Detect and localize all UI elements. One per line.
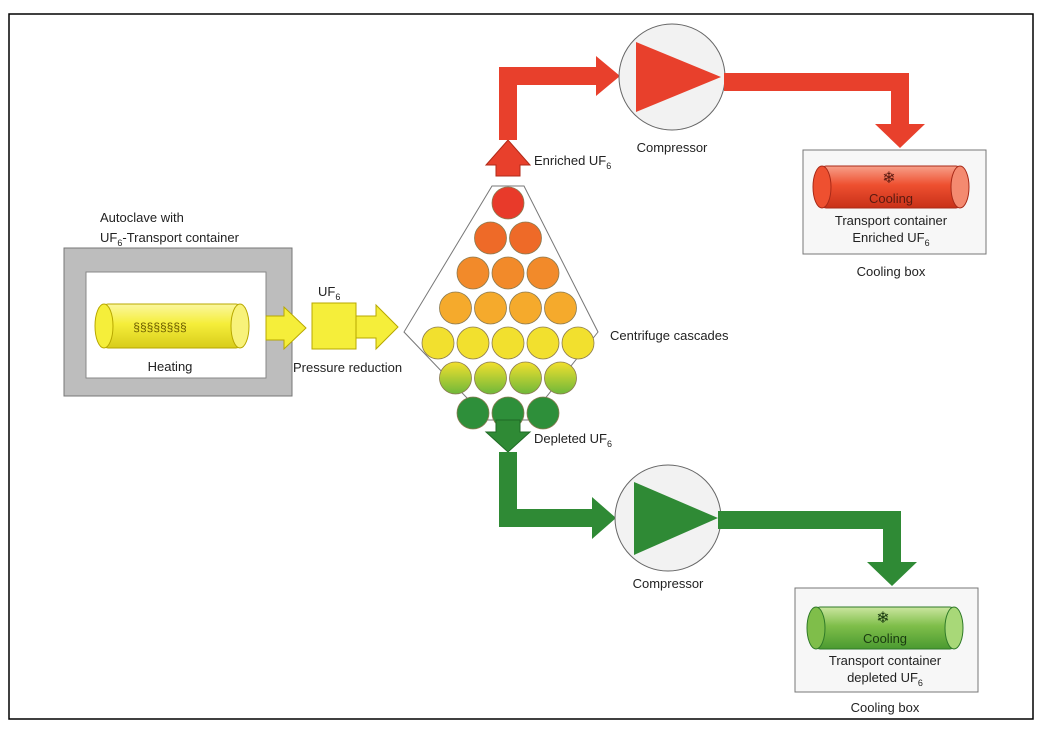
centrifuge-circle xyxy=(491,186,525,220)
yellow-arrow-1 xyxy=(265,305,307,351)
depleted-arrowhead-2 xyxy=(867,562,917,586)
depleted-arrowhead-1 xyxy=(592,497,616,539)
enriched-compressor-label: Compressor xyxy=(637,140,708,155)
depleted-cylinder xyxy=(806,606,964,650)
centrifuge-circle xyxy=(421,326,455,360)
centrifuge-circle xyxy=(439,361,472,395)
depleted-compressor-label: Compressor xyxy=(633,576,704,591)
enriched-container-line1: Transport container xyxy=(835,213,948,228)
enriched-label: Enriched UF6 xyxy=(534,153,611,171)
centrifuge-circle xyxy=(526,396,560,430)
enriched-up-arrow xyxy=(484,139,532,177)
page-border xyxy=(8,13,1034,720)
enriched-box-label: Cooling box xyxy=(857,264,926,279)
yellow-arrow-2 xyxy=(355,303,399,351)
cascade-circles xyxy=(421,186,595,430)
pressure-reduction-valve xyxy=(311,302,357,350)
depleted-container-line2: depleted UF6 xyxy=(847,670,923,688)
centrifuge-circle xyxy=(474,361,507,395)
autoclave-title-line1: Autoclave with xyxy=(100,210,184,225)
depleted-down-arrow xyxy=(484,419,532,453)
centrifuge-circle xyxy=(509,221,542,255)
enriched-container-line2: Enriched UF6 xyxy=(852,230,929,248)
centrifuge-circle xyxy=(544,361,577,395)
enriched-arrowhead-2 xyxy=(875,124,925,148)
centrifuge-circle xyxy=(456,396,490,430)
enriched-pipe-2 xyxy=(724,73,909,126)
enriched-arrowhead-1 xyxy=(596,56,620,96)
centrifuge-circle xyxy=(526,326,560,360)
enriched-cylinder xyxy=(812,165,970,209)
autoclave-title-line2: UF6-Transport container xyxy=(100,230,240,248)
centrifuge-circle xyxy=(439,291,472,325)
snowflake-icon: ❄ xyxy=(876,610,889,627)
pressure-reduction-label: Pressure reduction xyxy=(293,360,402,375)
depleted-pipe-2 xyxy=(718,511,901,564)
heating-coil-icon: §§§§§§§§ xyxy=(133,320,186,334)
pressure-uf6-label: UF6 xyxy=(318,284,340,302)
depleted-label: Depleted UF6 xyxy=(534,431,612,449)
heating-cylinder xyxy=(94,303,250,349)
depleted-box-label: Cooling box xyxy=(851,700,920,715)
centrifuge-circle xyxy=(509,361,542,395)
centrifuge-circle xyxy=(456,326,490,360)
centrifuge-circle xyxy=(491,326,525,360)
snowflake-icon: ❄ xyxy=(882,170,895,187)
centrifuge-circle xyxy=(456,256,490,290)
centrifuge-circle xyxy=(544,291,577,325)
centrifuge-circle xyxy=(509,291,542,325)
enriched-compressor xyxy=(618,23,726,131)
enriched-pipe-1 xyxy=(499,67,608,140)
centrifuge-circle xyxy=(474,291,507,325)
depleted-compressor xyxy=(614,464,722,572)
depleted-pipe-1 xyxy=(499,452,604,527)
centrifuge-circle xyxy=(526,256,560,290)
centrifuge-circle xyxy=(491,256,525,290)
heating-label: Heating xyxy=(148,359,193,374)
centrifuge-circle xyxy=(474,221,507,255)
enriched-cooling-label: Cooling xyxy=(869,191,913,206)
cascade-label: Centrifuge cascades xyxy=(610,328,729,343)
centrifuge-circle xyxy=(561,326,595,360)
depleted-cooling-label: Cooling xyxy=(863,631,907,646)
depleted-container-line1: Transport container xyxy=(829,653,942,668)
